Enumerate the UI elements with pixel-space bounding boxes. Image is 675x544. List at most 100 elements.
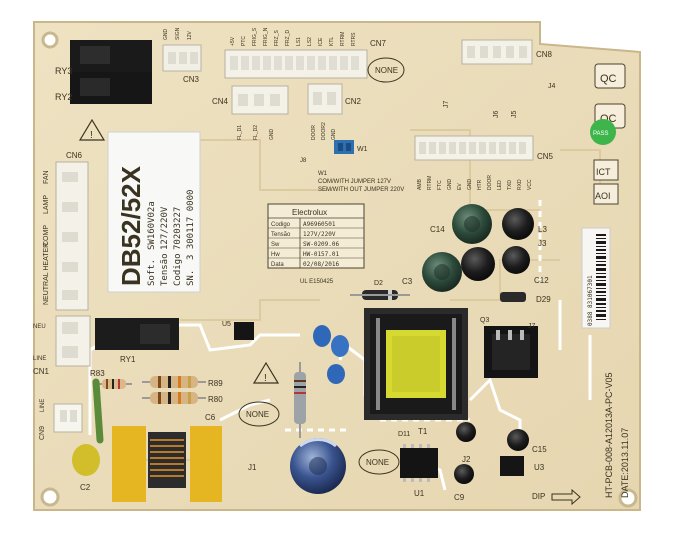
pcb-id: HT-PCB-008-A12013A-PC-V05 — [604, 372, 614, 498]
none-mark-3 — [358, 449, 400, 475]
mount-hole — [618, 488, 638, 508]
label-u5: U5 — [222, 321, 231, 328]
label-line-2-key: Tensão — [160, 253, 170, 286]
label-ry2: RY2 — [55, 92, 72, 102]
cn3-pin-labels: GND SIGN 12V — [163, 27, 193, 40]
info-key-2: Tensão — [271, 232, 291, 238]
capacitor-c12 — [502, 246, 530, 274]
label-line-1-key: Soft. — [147, 259, 157, 286]
svg-text:FRIG_N: FRIG_N — [263, 27, 269, 46]
label-d11: D11 — [398, 431, 410, 438]
label-cn9: CN9 — [39, 426, 46, 440]
label-c9: C9 — [454, 493, 465, 502]
svg-text:NEUTRAL HEATER: NEUTRAL HEATER — [43, 243, 50, 305]
svg-text:FTC: FTC — [437, 180, 443, 190]
label-r89: R89 — [208, 379, 223, 388]
cn6-side-labels: FAN LAMP COMP NEUTRAL HEATER — [43, 170, 50, 305]
heatsink-q3 — [484, 326, 538, 378]
info-val-2: 127V/220V — [303, 231, 336, 238]
label-j3: J3 — [538, 239, 547, 248]
svg-text:DOOR2: DOOR2 — [321, 122, 327, 140]
label-j7: J7 — [443, 101, 450, 109]
chip-u1 — [400, 444, 438, 482]
label-cn4: CN4 — [212, 97, 229, 106]
cn7-pin-labels: +5V PTC FRIG_S FRIG_N FRZ_S FRZ_D LS1 LS… — [230, 27, 357, 46]
info-key-1: Codigo — [271, 222, 291, 228]
label-c12: C12 — [534, 276, 549, 285]
svg-text:KTL: KTL — [329, 37, 335, 46]
label-ry3: RY3 — [55, 66, 72, 76]
label-line-4-val: 3 300117 0000 — [186, 190, 196, 260]
cn4-pin-labels: FL_D1 FL_D2 GND — [237, 125, 275, 140]
svg-text:NONE: NONE — [375, 66, 398, 75]
svg-text:FRZ_D: FRZ_D — [285, 30, 291, 47]
svg-text:12V: 12V — [187, 30, 193, 40]
label-c3: C3 — [402, 277, 413, 286]
svg-text:RXD: RXD — [517, 179, 523, 190]
ul-mark: UL E150425 — [300, 279, 334, 285]
capacitor-small-1 — [456, 422, 476, 442]
svg-text:FL_D2: FL_D2 — [253, 125, 259, 140]
info-key-4: Hw — [271, 252, 280, 258]
capacitor-black — [461, 247, 495, 281]
inductor-choke — [148, 432, 186, 488]
label-u3: U3 — [534, 463, 545, 472]
info-val-5: 02/08/2016 — [303, 261, 340, 268]
label-line-4-key: SN. — [186, 270, 196, 286]
capacitor-x2-left — [112, 426, 146, 502]
svg-text:RTRS: RTRS — [351, 32, 357, 46]
label-j5: J5 — [511, 111, 518, 119]
label-j1: J1 — [248, 463, 257, 472]
info-brand: Electrolux — [292, 208, 327, 217]
model-label: DB52/52X — [116, 165, 146, 286]
label-q3: Q3 — [480, 317, 489, 324]
connector-cn9 — [53, 403, 83, 433]
svg-text:!: ! — [264, 373, 267, 384]
label-t1: T1 — [418, 427, 428, 436]
label-neu: NEU — [33, 324, 46, 330]
label-cn6: CN6 — [66, 151, 83, 160]
svg-text:DOOR: DOOR — [311, 125, 317, 140]
label-line-2: LINE — [40, 399, 46, 412]
svg-text:SIGN: SIGN — [175, 27, 181, 40]
capacitor-l3 — [502, 208, 534, 240]
mount-hole — [41, 31, 59, 49]
label-dip: DIP — [532, 492, 545, 501]
cn7-pins — [230, 56, 359, 70]
qc-panel: QC QC ICT AOI — [593, 63, 626, 205]
power-resistor — [294, 362, 306, 438]
none-mark-1 — [367, 57, 405, 83]
ict-label: ICT — [596, 167, 611, 177]
capacitor-c9 — [454, 464, 474, 484]
cn2-pin-labels: DOOR DOOR2 GND — [311, 122, 337, 140]
label-j4: J4 — [548, 83, 556, 90]
svg-text:NONE: NONE — [246, 410, 269, 419]
label-j2: J2 — [462, 455, 471, 464]
info-val-1: A96960501 — [303, 221, 336, 228]
barcode-bars — [596, 234, 606, 320]
info-key-5: Data — [271, 262, 284, 268]
label-ry1: RY1 — [120, 355, 136, 364]
dip-arrow-icon — [551, 488, 581, 506]
label-j7b: J7 — [528, 323, 536, 330]
diode-d29 — [500, 292, 526, 302]
resistor-r80 — [142, 392, 206, 404]
label-c6: C6 — [205, 413, 216, 422]
label-line-3-val: 70203227 — [173, 207, 183, 250]
mount-hole — [40, 487, 60, 507]
svg-text:LED: LED — [497, 180, 503, 190]
svg-text:EV: EV — [457, 183, 463, 190]
label-cn3: CN3 — [183, 75, 200, 84]
svg-text:HTR: HTR — [477, 179, 483, 190]
jumper-note-3: SEM/WITH OUT JUMPER 220V — [318, 187, 404, 193]
label-r83: R83 — [90, 369, 105, 378]
model-label-sticker: DB52/52X Soft. SW160V02a Tensão 127/220V… — [107, 131, 201, 293]
svg-text:ICE: ICE — [318, 37, 324, 46]
jumper-note-2: COM/WITH JUMPER 127V — [318, 179, 391, 185]
capacitor-blue-1 — [313, 325, 331, 347]
info-val-4: HW-0157.01 — [303, 251, 340, 258]
svg-text:GND: GND — [467, 179, 473, 191]
label-cn1: CN1 — [33, 367, 50, 376]
capacitor-c6 — [190, 426, 222, 502]
